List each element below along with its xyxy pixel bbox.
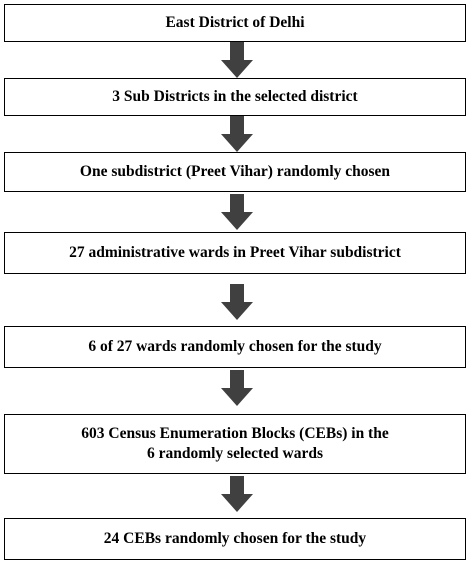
- step-label-2: 3 Sub Districts in the selected district: [112, 88, 358, 105]
- step-label-3: One subdistrict (Preet Vihar) randomly c…: [79, 163, 391, 180]
- down-arrow-icon: [221, 42, 253, 78]
- step-label-7: 24 CEBs randomly chosen for the study: [103, 530, 367, 547]
- step-box-6: 603 Census Enumeration Blocks (CEBs) in …: [4, 414, 466, 474]
- down-arrow-icon: [221, 116, 253, 152]
- step-box-4: 27 administrative wards in Preet Vihar s…: [4, 232, 466, 274]
- step-box-3: One subdistrict (Preet Vihar) randomly c…: [4, 152, 466, 192]
- step-label-6: 603 Census Enumeration Blocks (CEBs) in …: [81, 425, 389, 462]
- down-arrow-icon: [221, 284, 253, 320]
- step-box-2: 3 Sub Districts in the selected district: [4, 78, 466, 116]
- down-arrow-icon: [221, 192, 253, 232]
- down-arrow-icon: [221, 370, 253, 406]
- step-label-1: East District of Delhi: [165, 14, 305, 31]
- step-box-5: 6 of 27 wards randomly chosen for the st…: [4, 326, 466, 368]
- down-arrow-icon: [221, 476, 253, 512]
- step-box-7: 24 CEBs randomly chosen for the study: [4, 518, 466, 560]
- step-label-4: 27 administrative wards in Preet Vihar s…: [69, 244, 401, 261]
- step-box-1: East District of Delhi: [4, 4, 466, 42]
- step-label-5: 6 of 27 wards randomly chosen for the st…: [88, 338, 382, 355]
